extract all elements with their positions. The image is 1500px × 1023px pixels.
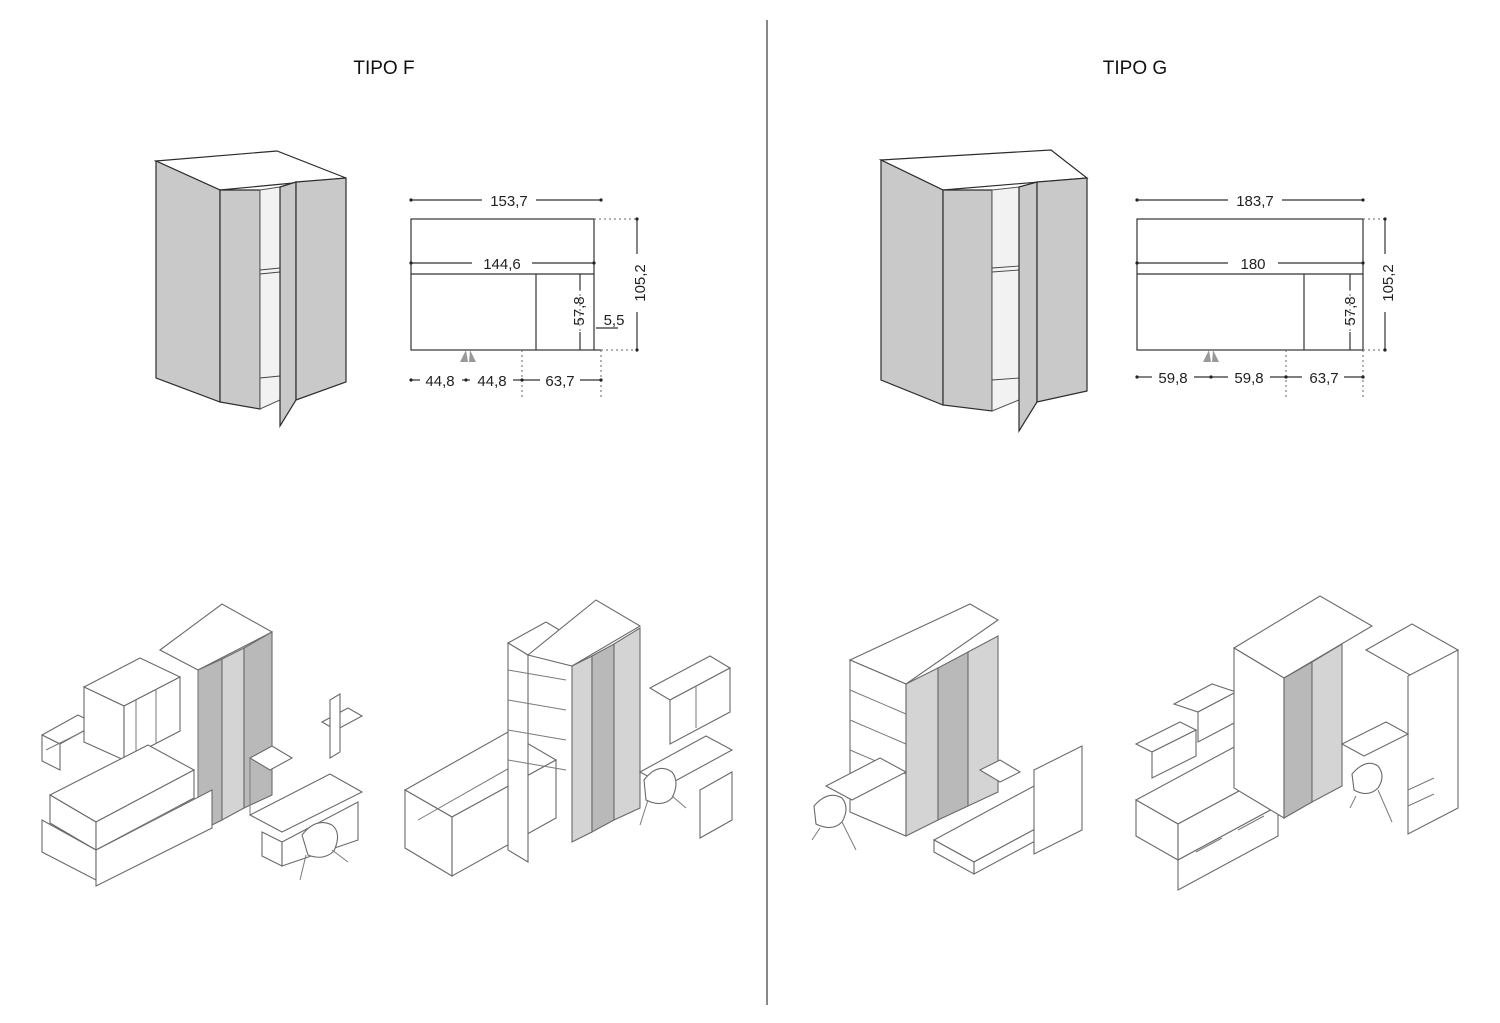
room-sketch-f-1 — [40, 603, 364, 887]
dim-seg-1-g: 59,8 — [1158, 370, 1187, 387]
dim-seg-3: 63,7 — [545, 373, 574, 390]
dim-offset: 5,5 — [604, 312, 625, 329]
dim-seg-2: 44,8 — [477, 373, 506, 390]
dim-width-total: 153,7 — [490, 193, 528, 210]
plan-tipo-g: 183,7 180 105,2 57,8 59,8 59,8 63,7 — [1135, 193, 1397, 398]
wardrobe-3d-tipo-f — [153, 150, 347, 429]
dim-depth-g: 105,2 — [1380, 264, 1397, 302]
dim-seg-1: 44,8 — [425, 373, 454, 390]
plan-tipo-f: 153,7 144,6 105,2 57,8 5,5 44,8 44,8 63,… — [409, 193, 649, 398]
dim-depth-inner-g: 57,8 — [1342, 296, 1359, 325]
dim-width-inner-g: 180 — [1240, 256, 1265, 273]
title-tipo-f: TIPO F — [353, 58, 414, 79]
dim-width-total-g: 183,7 — [1236, 193, 1274, 210]
dim-depth-inner: 57,8 — [571, 296, 588, 325]
dim-width-inner: 144,6 — [483, 256, 521, 273]
dim-seg-2-g: 59,8 — [1234, 370, 1263, 387]
title-tipo-g: TIPO G — [1103, 58, 1167, 79]
room-sketch-g-2 — [1134, 595, 1460, 891]
room-sketch-f-2 — [403, 599, 734, 877]
dim-seg-3-g: 63,7 — [1309, 370, 1338, 387]
wardrobe-3d-tipo-g — [878, 149, 1089, 434]
dim-depth: 105,2 — [632, 264, 649, 302]
room-sketch-g-1 — [811, 603, 1083, 875]
